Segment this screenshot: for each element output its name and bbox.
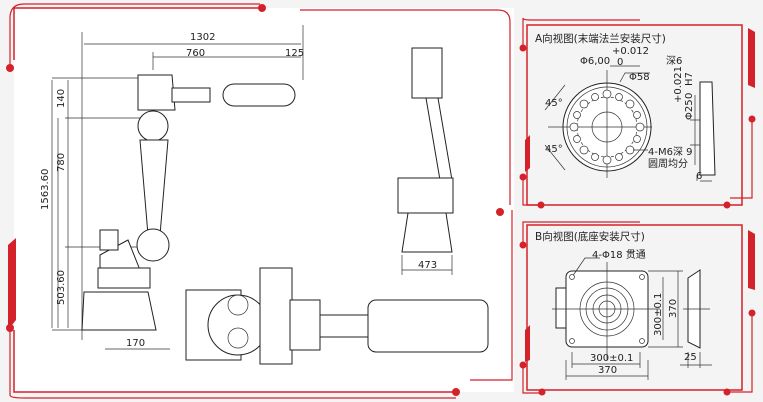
thread-note: 圆周均分 [648,158,688,170]
flange-thickness: 6 [696,171,702,182]
base-side-view [680,269,712,368]
pin-depth: 深6 [666,55,682,67]
dim-arm: 760 [186,48,205,59]
bore-fit: H7 [684,72,695,86]
dim-base-width: 473 [418,260,437,271]
outer-v: 370 [668,299,679,318]
frame-accent-lines [13,7,456,393]
top-view-robot [185,267,489,365]
pcd-dim: Φ58 [629,72,650,83]
hole-spacing-v: 300±0.1 [653,293,664,336]
dim-upper-arm: 780 [56,153,67,172]
dim-forearm-offset: 140 [56,89,67,108]
angle-bottom: 45° [545,144,563,155]
thread-spec: 4-M6深 9 [648,146,693,158]
pin-tol-lower: 0 [617,57,623,68]
dim-total-height: 1563.60 [40,169,51,210]
dim-wrist: 125 [285,48,304,59]
bore-tol-upper: +0.021 [673,66,684,103]
angle-top: 45° [545,98,563,109]
hole-spacing-h: 300±0.1 [590,353,633,364]
flange-front-view [544,65,652,178]
dim-base-height: 503.60 [56,270,67,305]
dim-base-offset: 170 [126,338,145,349]
outer-h: 370 [598,365,617,376]
panel-a-frame [526,24,743,206]
pin-hole-dim: Φ6,00 [580,56,610,67]
panel-b-title: B向视图(底座安装尺寸) [535,230,645,243]
bore-dim: Φ25 [684,99,695,120]
dim-total-reach: 1302 [190,32,215,43]
bore-tol-lower: 0 [684,93,695,99]
base-plan-view [552,257,683,380]
rear-view-robot [397,47,454,275]
side-thickness: 25 [684,352,697,363]
frame-accent-tab [8,238,16,330]
pin-tol-upper: +0.012 [612,46,649,57]
hole-spec: 4-Φ18 贯通 [592,249,646,261]
panel-b-frame [526,224,743,391]
frame-circuit-lines [9,3,513,399]
panel-a-title: A向视图(末端法兰安装尺寸) [535,32,666,45]
flange-side-section [690,81,716,182]
side-view-robot [51,25,304,350]
